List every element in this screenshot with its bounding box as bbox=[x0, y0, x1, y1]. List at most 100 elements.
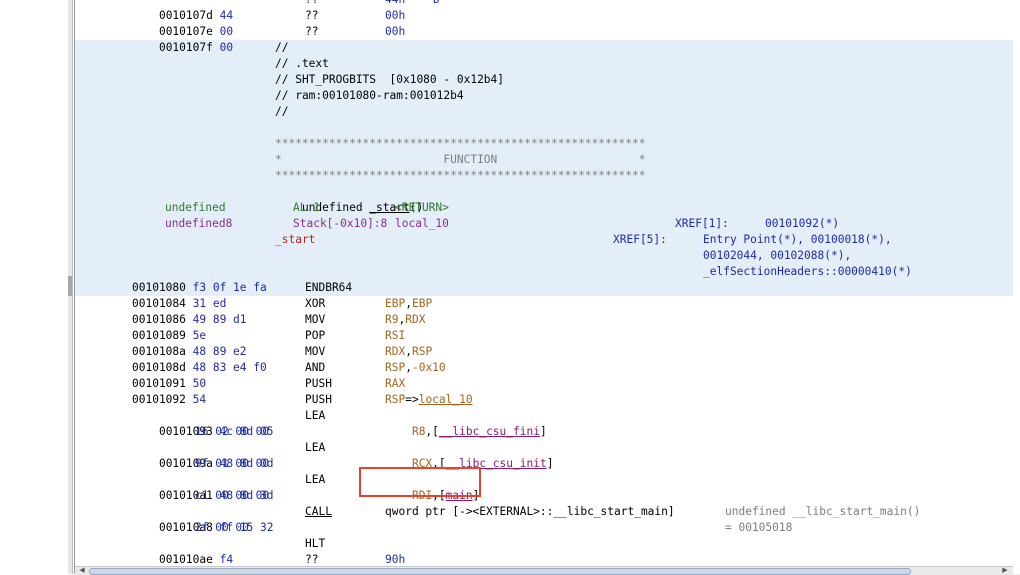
instruction-row[interactable]: 00101093 4c 8d 05 bbox=[158, 425, 274, 438]
instruction-row[interactable]: 0010108a 48 89 e2 bbox=[132, 344, 247, 360]
return-type: undefined bbox=[301, 201, 370, 214]
instruction-mnemonic[interactable]: LEA bbox=[305, 441, 326, 454]
scroll-left-arrow-icon[interactable]: ◀ bbox=[79, 566, 85, 574]
instruction-row[interactable]: 00101086 49 89 d1 bbox=[132, 312, 247, 328]
function-banner-top: ****************************************… bbox=[275, 137, 646, 150]
row-bytes: 49 89 d1 bbox=[192, 313, 247, 326]
instruction-operands[interactable]: RAX bbox=[385, 377, 406, 390]
var-storage: AL:1 bbox=[293, 201, 320, 214]
listing-border bbox=[74, 0, 75, 574]
listing-row-mnemonic: ?? bbox=[305, 9, 319, 22]
instruction-row[interactable]: 0010109a 48 8d 0d bbox=[158, 457, 274, 470]
xref-link[interactable]: 00102044, 00102088(*), bbox=[703, 249, 852, 262]
instruction-row[interactable]: 001010ae f4 bbox=[158, 553, 234, 566]
row-bytes: 48 89 e2 bbox=[192, 345, 247, 358]
xref-link[interactable]: _elfSectionHeaders::00000410(*) bbox=[703, 265, 912, 278]
instruction-operands[interactable]: R8,[__libc_csu_fini] bbox=[411, 425, 547, 438]
instruction-operands[interactable]: RDX,RSP bbox=[385, 345, 433, 358]
section-comment: // .text bbox=[275, 57, 329, 70]
instruction-mnemonic[interactable]: MOV bbox=[305, 345, 326, 358]
split-handle[interactable] bbox=[68, 276, 72, 296]
xref-link[interactable]: 00101092(*) bbox=[765, 217, 840, 230]
function-banner-title: * FUNCTION * bbox=[275, 153, 646, 166]
call-comment: = 00105018 bbox=[725, 521, 793, 534]
instruction-row[interactable]: 00101091 50 bbox=[132, 376, 206, 392]
row-address: 00101080 bbox=[132, 281, 186, 294]
row-bytes: 44 bbox=[219, 9, 234, 22]
left-gutter bbox=[0, 0, 68, 574]
row-bytes: 54 bbox=[192, 393, 207, 406]
instruction-row[interactable]: 00101089 5e bbox=[132, 328, 206, 344]
row-address: 0010108d bbox=[132, 361, 186, 374]
listing-row-value: 00h bbox=[385, 25, 406, 38]
xref-label: XREF[1]: bbox=[675, 217, 729, 230]
instruction-row[interactable]: 001010a8 ff 15 32 bbox=[158, 521, 274, 534]
section-comment: // SHT_PROGBITS [0x1080 - 0x12b4] bbox=[275, 73, 505, 86]
instruction-operands[interactable]: RCX,[__libc_csu_init] bbox=[411, 457, 554, 470]
row-address: 00101092 bbox=[132, 393, 186, 406]
function-header-highlight bbox=[75, 40, 1020, 296]
instruction-bytes-cont: 2f 00 00 bbox=[195, 521, 249, 534]
call-comment: undefined __libc_start_main() bbox=[725, 505, 921, 518]
instruction-operands[interactable]: RSP=>local_10 bbox=[385, 393, 473, 406]
row-address: 0010108a bbox=[132, 345, 186, 358]
listing-row-mnemonic: ?? bbox=[305, 0, 318, 8]
listing-row[interactable]: 0010107f 00 bbox=[158, 41, 234, 54]
instruction-mnemonic[interactable]: XOR bbox=[305, 297, 326, 310]
right-edge bbox=[1013, 0, 1020, 574]
instruction-mnemonic[interactable]: HLT bbox=[305, 537, 326, 550]
instruction-mnemonic[interactable]: ?? bbox=[305, 553, 319, 566]
instruction-bytes-cont: 16 02 00 00 bbox=[195, 425, 270, 438]
xref-link[interactable]: Entry Point(*), 00100018(*), bbox=[703, 233, 892, 246]
function-name[interactable]: _start bbox=[369, 201, 410, 214]
row-address: 0010107d bbox=[158, 9, 213, 22]
instruction-row[interactable]: 00101080 f3 0f 1e fa bbox=[132, 280, 267, 296]
function-label[interactable]: _start bbox=[275, 233, 316, 246]
instruction-mnemonic[interactable]: POP bbox=[305, 329, 326, 342]
instruction-row[interactable]: 00101092 54 bbox=[132, 392, 206, 408]
instruction-operands[interactable]: RSI bbox=[385, 329, 406, 342]
section-comment: // ram:00101080-ram:001012b4 bbox=[275, 89, 464, 102]
row-bytes: 5e bbox=[192, 329, 207, 342]
var-type: undefined bbox=[165, 201, 226, 214]
row-bytes: 31 ed bbox=[192, 297, 227, 310]
function-banner-bottom: ****************************************… bbox=[275, 169, 646, 182]
instruction-operands[interactable]: RSP,-0x10 bbox=[385, 361, 446, 374]
instruction-operands[interactable]: qword ptr [-><EXTERNAL>::__libc_start_ma… bbox=[385, 505, 675, 518]
selection-highlight-box bbox=[359, 467, 481, 497]
row-address: 00101086 bbox=[132, 313, 186, 326]
row-bytes: f3 0f 1e fa bbox=[192, 281, 267, 294]
section-comment: // bbox=[275, 41, 289, 54]
listing-row-value: 00h bbox=[385, 9, 406, 22]
instruction-mnemonic[interactable]: LEA bbox=[305, 409, 326, 422]
instruction-row[interactable]: 00101084 31 ed bbox=[132, 296, 226, 312]
listing-view[interactable]: 0010107d 44 ?? 44h D 0010107e 00 ?? 00h … bbox=[75, 0, 1020, 574]
var-name: <RETURN> bbox=[395, 201, 449, 214]
row-address: 00101089 bbox=[132, 329, 186, 342]
instruction-mnemonic[interactable]: AND bbox=[305, 361, 326, 374]
listing-row[interactable]: 0010107d 44 bbox=[132, 0, 233, 22]
instruction-mnemonic[interactable]: LEA bbox=[305, 473, 326, 486]
var-name[interactable]: local_10 bbox=[395, 217, 449, 230]
scroll-right-arrow-icon[interactable]: ▶ bbox=[1002, 566, 1008, 574]
listing-row-value: 44h bbox=[385, 0, 405, 8]
var-type: undefined8 bbox=[165, 217, 233, 230]
function-params: () bbox=[409, 201, 424, 214]
function-signature[interactable]: undefined _start() bbox=[275, 184, 423, 214]
instruction-mnemonic[interactable]: PUSH bbox=[305, 393, 332, 406]
instruction-row[interactable]: 0010108d 48 83 e4 f0 bbox=[132, 360, 267, 376]
instruction-mnemonic[interactable]: MOV bbox=[305, 313, 326, 326]
section-comment: // bbox=[275, 105, 289, 118]
instruction-row[interactable]: 001010a1 48 8d 3d bbox=[158, 489, 274, 502]
instruction-operands[interactable]: EBP,EBP bbox=[385, 297, 433, 310]
listing-row[interactable]: 0010107e 00 bbox=[158, 25, 234, 38]
row-bytes: 50 bbox=[192, 377, 207, 390]
instruction-mnemonic[interactable]: PUSH bbox=[305, 377, 332, 390]
row-bytes: 48 83 e4 f0 bbox=[192, 361, 267, 374]
instruction-bytes-cont: c1 00 00 00 bbox=[195, 489, 270, 502]
listing-row-char: D bbox=[433, 0, 440, 8]
instruction-bytes-cont: 9f 01 00 00 bbox=[195, 457, 270, 470]
instruction-operands[interactable]: R9,RDX bbox=[385, 313, 426, 326]
instruction-mnemonic[interactable]: CALL bbox=[305, 505, 332, 518]
instruction-mnemonic[interactable]: ENDBR64 bbox=[305, 281, 353, 294]
